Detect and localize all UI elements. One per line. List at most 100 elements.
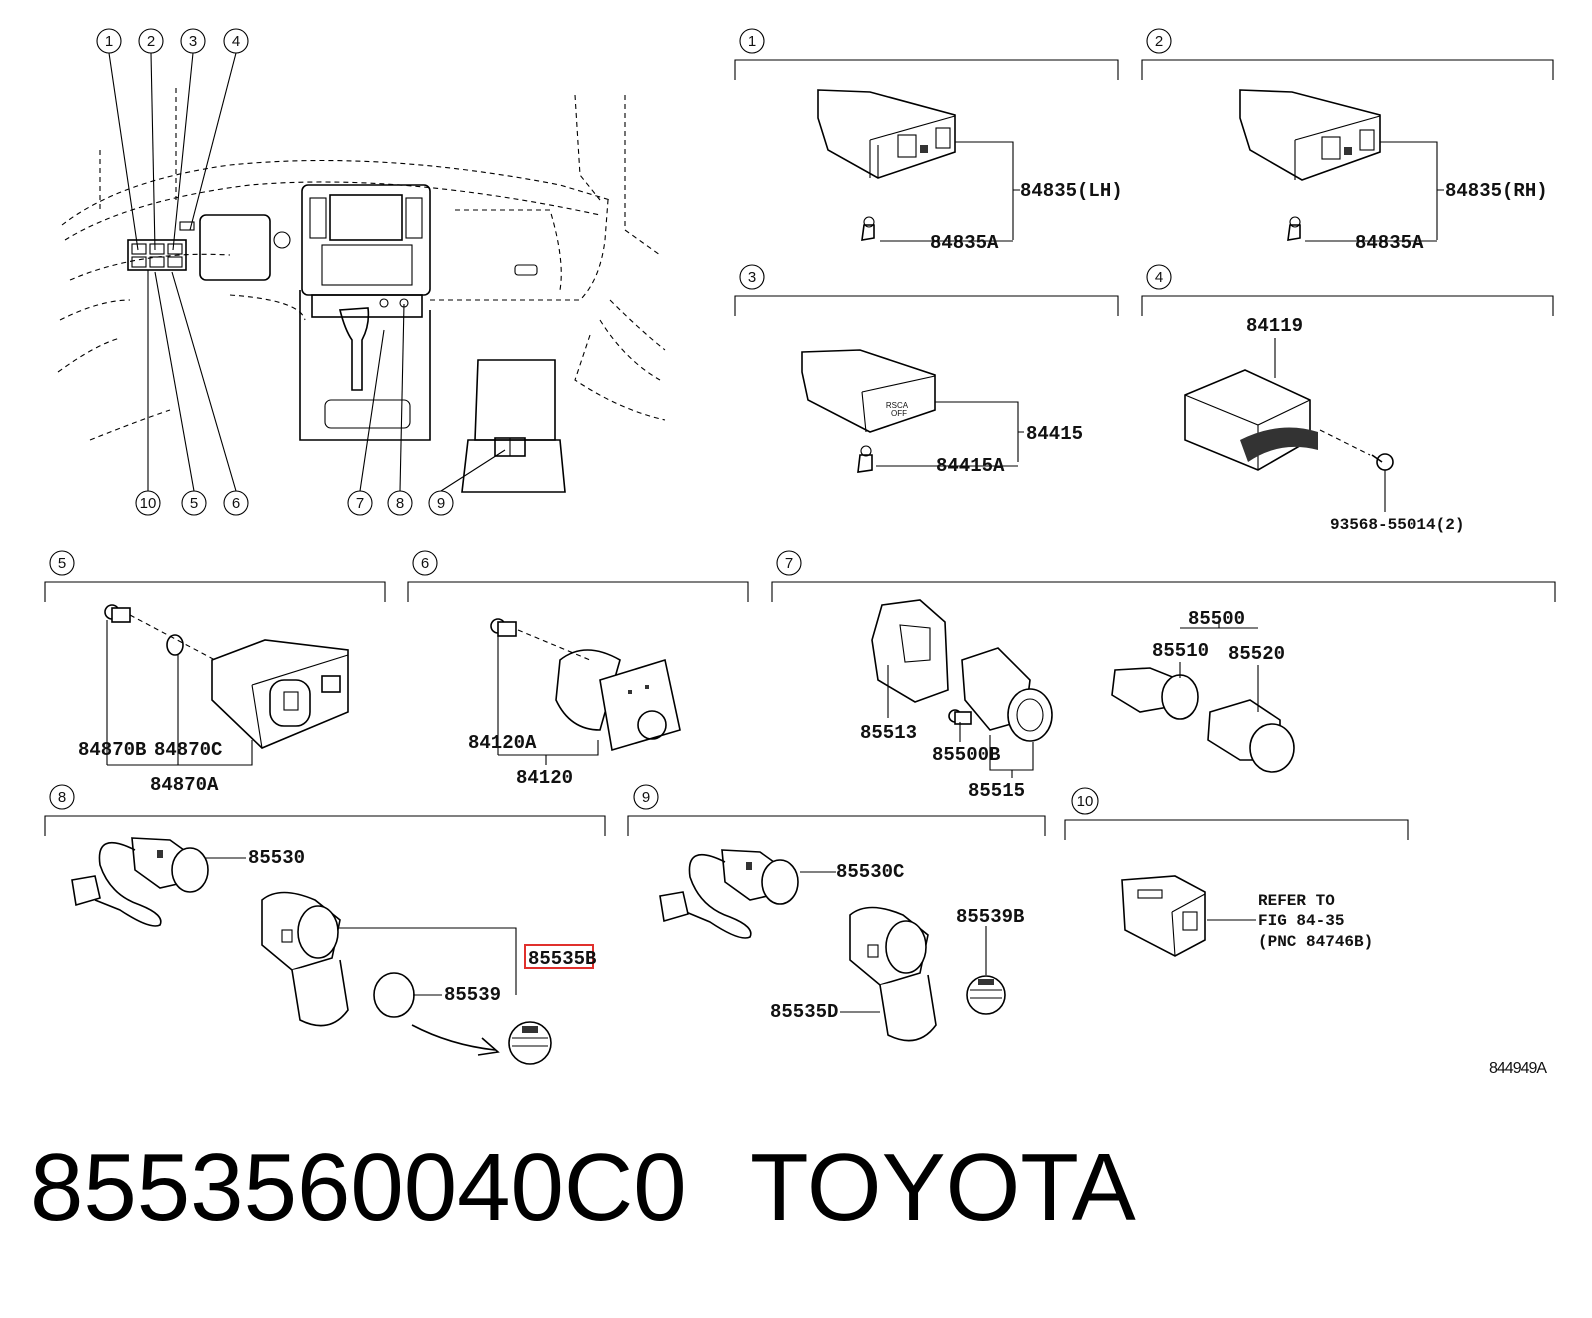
label-84870b: 84870B	[78, 739, 146, 761]
svg-text:10: 10	[1077, 793, 1094, 810]
svg-text:3: 3	[189, 33, 197, 50]
section-3-number[interactable]: 3	[739, 264, 765, 290]
footer-brand: TOYOTA	[750, 1134, 1136, 1241]
label-84835-rh: 84835(RH)	[1445, 180, 1548, 202]
figure-code: 844949A	[1489, 1060, 1547, 1077]
cap-85539	[373, 972, 415, 1018]
socket-holder-85513	[871, 599, 949, 703]
overview-callout-5[interactable]: 5	[181, 490, 207, 516]
section-10-number[interactable]: 10	[1071, 787, 1099, 815]
mirror-switch	[211, 639, 349, 749]
svg-text:4: 4	[1155, 269, 1163, 286]
section-1-number[interactable]: 1	[739, 28, 765, 54]
svg-text:RSCA: RSCA	[886, 401, 909, 410]
label-84870a: 84870A	[150, 774, 219, 796]
section-5-number[interactable]: 5	[49, 550, 75, 576]
svg-text:5: 5	[58, 555, 66, 572]
svg-text:3: 3	[748, 269, 756, 286]
refer-line-3: (PNC 84746B)	[1258, 933, 1373, 951]
label-85535d: 85535D	[770, 1001, 838, 1023]
label-85530: 85530	[248, 847, 305, 869]
section-7: 7 85500 85510	[771, 550, 1556, 802]
section-3: 3 RSCA OFF 84415 84415A	[734, 264, 1119, 477]
section-10: 10 REFER TO FIG 84-35 (PNC 84746B)	[1064, 787, 1409, 957]
svg-text:8: 8	[396, 495, 404, 512]
hazard-switch-lh	[817, 89, 956, 179]
dimmer-switch	[1184, 369, 1318, 471]
socket-85535b	[261, 891, 349, 1027]
overview-callout-6[interactable]: 6	[223, 490, 249, 516]
footer-part-number: 8553560040C0	[30, 1134, 687, 1241]
socket-85515	[961, 647, 1053, 742]
cap-84870c	[166, 634, 184, 656]
label-85535b[interactable]: 85535B	[528, 948, 596, 970]
label-85539b: 85539B	[956, 906, 1024, 928]
overview-callout-10[interactable]: 10	[135, 490, 161, 516]
label-85520: 85520	[1228, 643, 1285, 665]
label-84415: 84415	[1026, 423, 1083, 445]
overview-callout-4[interactable]: 4	[223, 28, 249, 54]
refer-line-2: FIG 84-35	[1258, 912, 1344, 930]
lighter-body-85510	[1111, 667, 1199, 720]
label-85500b: 85500B	[932, 744, 1000, 766]
section-2-number[interactable]: 2	[1146, 28, 1172, 54]
socket-85535d	[849, 906, 937, 1042]
svg-text:6: 6	[421, 555, 429, 572]
section-6-number[interactable]: 6	[412, 550, 438, 576]
bulb-85500b	[948, 709, 972, 725]
section-8: 8 85530 85535B 85539	[44, 784, 606, 1065]
svg-text:2: 2	[147, 33, 155, 50]
section-8-number[interactable]: 8	[49, 784, 75, 810]
label-85500: 85500	[1188, 608, 1245, 630]
label-85530c: 85530C	[836, 861, 904, 883]
clip-84415a	[857, 445, 873, 473]
clip-84835a-rh	[1287, 216, 1301, 241]
label-85510: 85510	[1152, 640, 1209, 662]
overview-callout-2[interactable]: 2	[138, 28, 164, 54]
switch-84746b	[1121, 875, 1206, 957]
section-1: 1 84835(LH) 84835A	[734, 28, 1123, 254]
label-84120a: 84120A	[468, 732, 537, 754]
section-6: 6 84120A 84120	[407, 550, 749, 789]
label-84835-lh: 84835(LH)	[1020, 180, 1123, 202]
label-84120: 84120	[516, 767, 573, 789]
label-84835a-rh: 84835A	[1355, 232, 1424, 254]
cap-symbol-85539b	[966, 975, 1006, 1015]
svg-text:7: 7	[356, 495, 364, 512]
socket-85530c	[659, 849, 799, 939]
svg-text:2: 2	[1155, 33, 1163, 50]
clip-84120a	[490, 618, 517, 637]
section-9: 9 85530C 85539B 85535D	[627, 784, 1046, 1042]
overview-callout-3[interactable]: 3	[180, 28, 206, 54]
refer-line-1: REFER TO	[1258, 892, 1335, 910]
svg-text:1: 1	[748, 33, 756, 50]
label-84415a: 84415A	[936, 455, 1005, 477]
section-4: 4 84119 93568-55014(2)	[1141, 264, 1554, 534]
highlight-box-85535b	[524, 944, 594, 969]
overview-callout-8[interactable]: 8	[387, 490, 413, 516]
overview-callout-1[interactable]: 1	[96, 28, 122, 54]
clip-84870b	[104, 604, 131, 623]
label-84119: 84119	[1246, 315, 1303, 337]
svg-text:OFF: OFF	[891, 409, 907, 418]
label-84835a-lh: 84835A	[930, 232, 999, 254]
label-84870c: 84870C	[154, 739, 222, 761]
svg-text:5: 5	[190, 495, 198, 512]
label-85513: 85513	[860, 722, 917, 744]
section-7-number[interactable]: 7	[776, 550, 802, 576]
section-4-number[interactable]: 4	[1146, 264, 1172, 290]
svg-text:8: 8	[58, 789, 66, 806]
section-5: 5 84870B 84870C 84870A	[44, 550, 386, 796]
cap-symbol-85539	[508, 1021, 552, 1065]
overview-callout-9[interactable]: 9	[428, 490, 454, 516]
hazard-switch-rh	[1239, 89, 1381, 181]
clip-84835a-lh	[861, 216, 875, 241]
rsca-off-switch: RSCA OFF	[801, 349, 936, 433]
overview-callout-7[interactable]: 7	[347, 490, 373, 516]
svg-text:10: 10	[140, 495, 157, 512]
svg-text:4: 4	[232, 33, 240, 50]
section-9-number[interactable]: 9	[633, 784, 659, 810]
label-85515: 85515	[968, 780, 1025, 802]
socket-85530	[71, 837, 209, 927]
